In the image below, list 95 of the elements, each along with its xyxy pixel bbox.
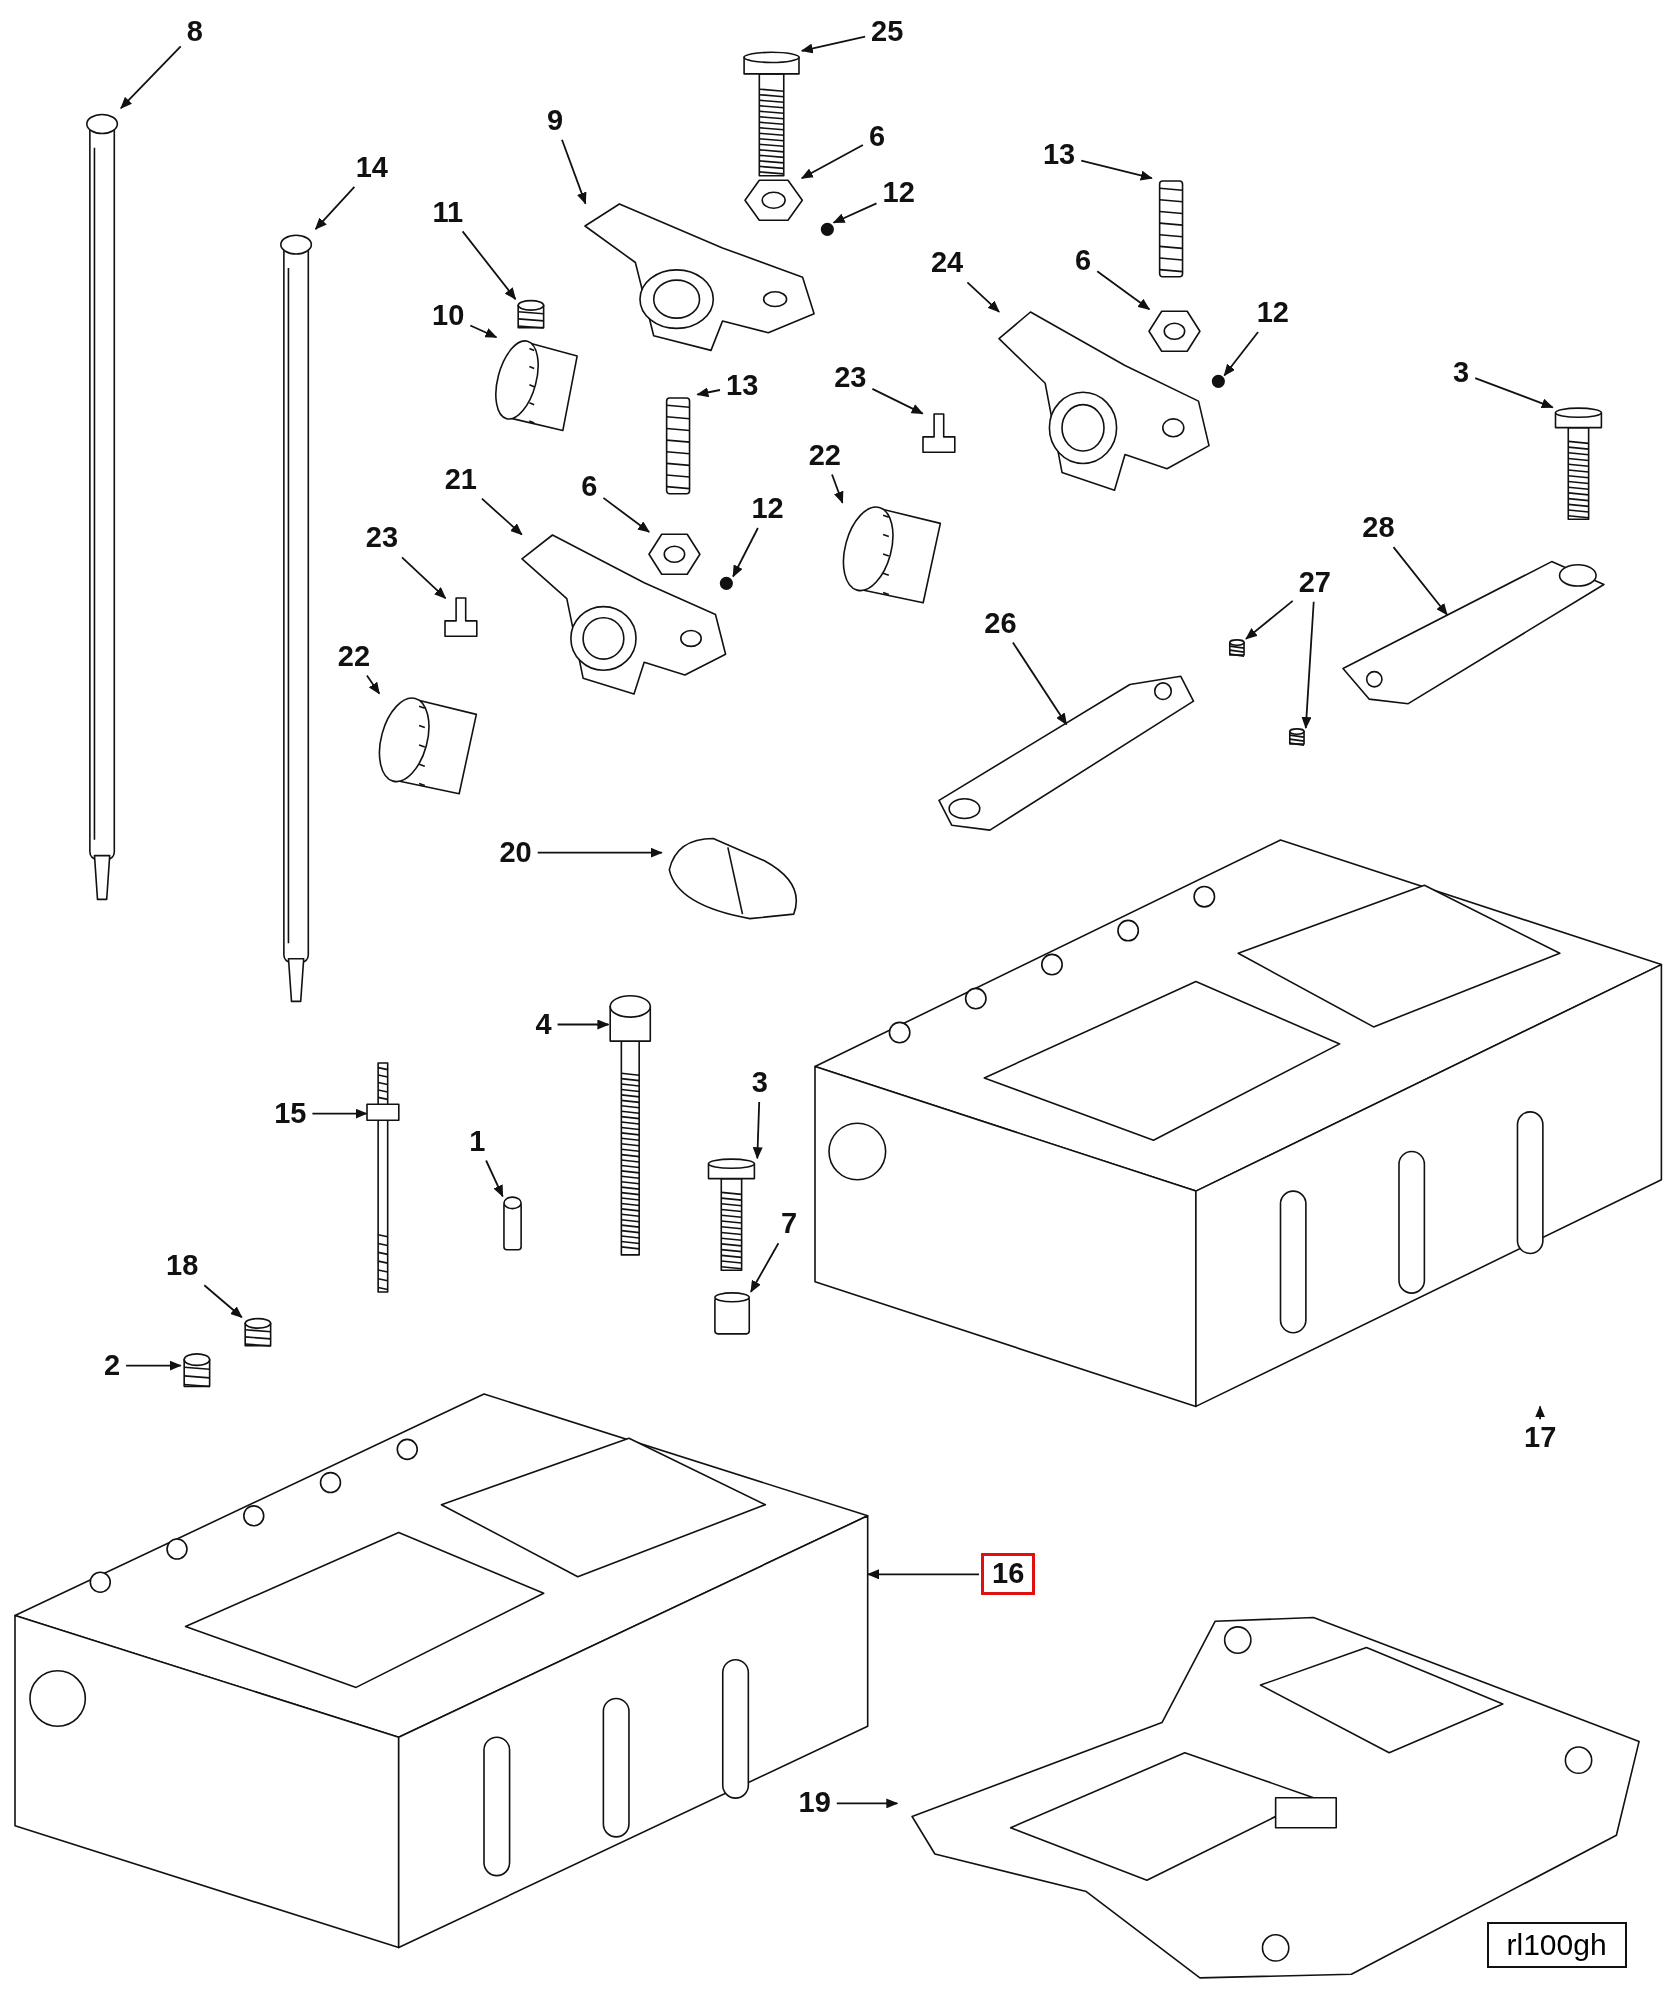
leader-line	[1245, 600, 1294, 640]
leader-line	[311, 1108, 368, 1119]
leader-line	[800, 144, 864, 180]
callout-number: 6	[864, 120, 890, 155]
leader-line	[732, 527, 759, 578]
leader-line	[966, 281, 1000, 313]
leader-line	[366, 674, 381, 695]
leader-line	[481, 497, 523, 536]
bolt-drawing	[706, 1158, 758, 1273]
leader-line	[752, 1101, 763, 1160]
leader-line	[401, 556, 447, 600]
callout-number: 28	[1358, 511, 1399, 546]
callout-number: 3	[1449, 355, 1474, 390]
callout-number: 24	[926, 246, 968, 281]
callout-number: 19	[794, 1786, 835, 1821]
callout-number: 15	[270, 1096, 311, 1131]
callout-number: 21	[440, 462, 481, 497]
leader-line	[1301, 600, 1315, 729]
callout-number: 4	[531, 1007, 556, 1042]
bolt-drawing	[1552, 407, 1604, 522]
housing-drawing	[15, 1393, 868, 1948]
leader-line	[1535, 1405, 1546, 1421]
leader-line	[556, 1019, 610, 1030]
leader-line	[469, 324, 498, 339]
leader-line	[800, 35, 866, 54]
callout-number: 17	[1520, 1421, 1561, 1456]
callout-number: 11	[428, 195, 468, 230]
leader-line	[1096, 270, 1151, 311]
leader-line	[602, 497, 650, 533]
dowel-drawing	[502, 1196, 522, 1254]
pin-drawing	[445, 598, 478, 637]
leader-line	[871, 388, 924, 415]
leader-line	[125, 1360, 182, 1371]
ball-drawing	[720, 576, 734, 590]
leader-line	[1392, 546, 1448, 616]
leader-line	[696, 387, 721, 398]
callout-number: 14	[351, 151, 392, 185]
callout-number: 22	[804, 438, 845, 473]
nut-drawing	[744, 178, 802, 223]
callout-number: 22	[333, 639, 375, 674]
callout-number: 26	[980, 606, 1021, 641]
callout-number: 12	[747, 492, 788, 526]
rocker-arm-drawing	[585, 203, 815, 350]
leader-line	[461, 230, 517, 300]
plug-drawing	[241, 1317, 274, 1350]
leader-line	[832, 202, 878, 224]
leader-line	[835, 1798, 899, 1809]
leader-line	[561, 138, 587, 205]
callout-number: 23	[830, 361, 871, 395]
plug-drawing	[180, 1351, 213, 1390]
callout-number: 16	[981, 1553, 1036, 1596]
leader-line	[1223, 331, 1259, 377]
rocker-arm-drawing	[999, 311, 1210, 490]
plug-drawing	[1228, 638, 1246, 657]
leader-line	[1474, 377, 1554, 409]
leader-line	[1080, 159, 1153, 181]
callout-number: 20	[495, 835, 536, 870]
leader-line	[120, 45, 182, 110]
callout-number: 9	[542, 103, 568, 138]
leader-line	[314, 186, 356, 230]
plug-drawing	[1288, 728, 1306, 746]
callout-number: 6	[577, 470, 602, 505]
callout-number: 13	[1038, 138, 1080, 173]
pin-drawing	[922, 413, 955, 452]
leader-line	[1012, 641, 1068, 726]
callout-number: 12	[1252, 296, 1293, 330]
ball-drawing	[1211, 375, 1225, 389]
callout-number: 8	[182, 14, 207, 49]
sleeve-drawing	[712, 1291, 751, 1337]
callout-number: 7	[777, 1207, 802, 1242]
leader-line	[203, 1284, 243, 1319]
callout-number: 25	[867, 14, 908, 49]
rocker-arm-drawing	[521, 534, 726, 694]
callout-number: 27	[1294, 565, 1335, 600]
bolt-drawing	[740, 50, 802, 179]
callout-number: 12	[878, 176, 919, 211]
callout-number: 13	[722, 368, 763, 403]
leader-line	[485, 1159, 504, 1198]
callout-number: 6	[1071, 243, 1096, 278]
ball-drawing	[820, 222, 834, 236]
stud-drawing	[366, 1062, 399, 1292]
nut-drawing	[1149, 309, 1201, 354]
housing-drawing	[814, 840, 1661, 1407]
callout-number: 18	[162, 1249, 203, 1284]
nut-drawing	[649, 532, 700, 577]
leader-line	[831, 473, 844, 504]
leader-line	[536, 847, 663, 858]
callout-number: 3	[747, 1066, 772, 1100]
callout-number: 1	[465, 1124, 490, 1159]
figure-code: rl100gh	[1486, 1921, 1627, 1968]
callout-number: 23	[361, 521, 403, 556]
callout-number: 2	[100, 1348, 125, 1383]
leader-line	[750, 1242, 780, 1293]
callout-number: 10	[428, 298, 469, 333]
leader-line	[867, 1569, 980, 1580]
